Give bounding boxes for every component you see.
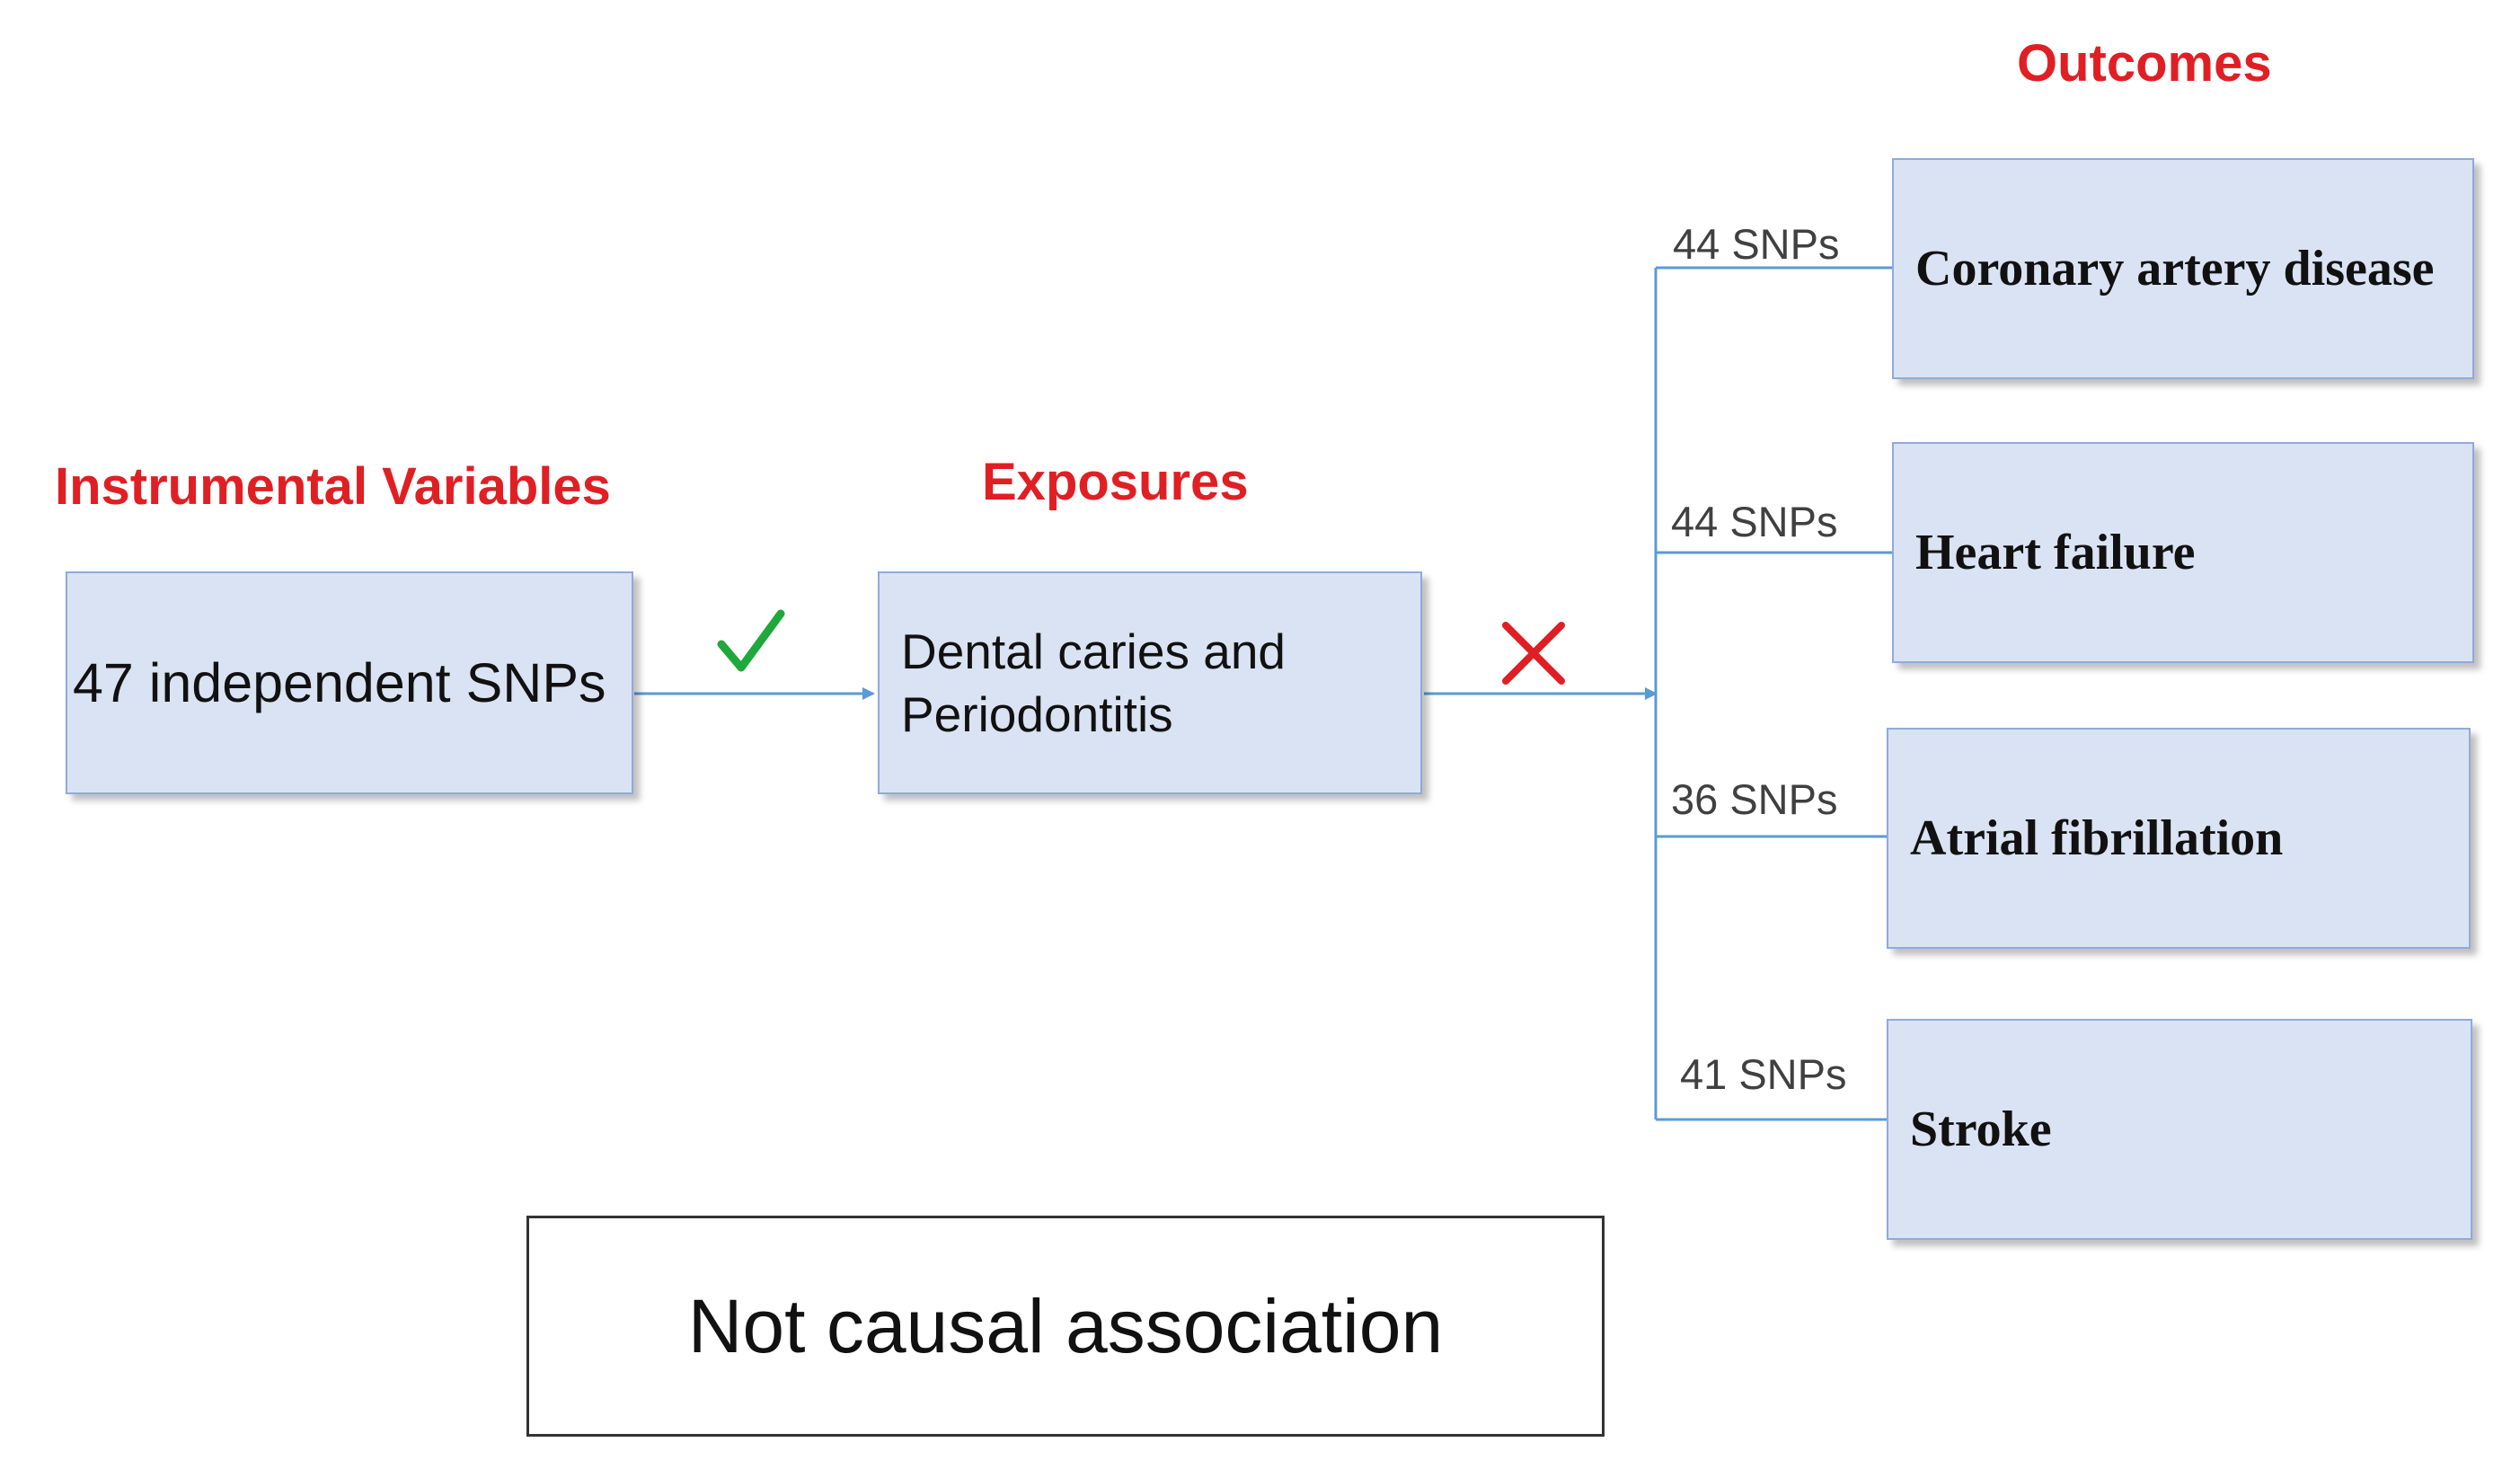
instrumental-variables-title: Instrumental Variables (55, 457, 611, 516)
instrument-box: 47 independent SNPs (66, 571, 633, 794)
outcome-label-atrial-fibrillation: Atrial fibrillation (1910, 810, 2284, 866)
snp-count-heart-failure: 44 SNPs (1671, 498, 1838, 545)
outcome-box-atrial-fibrillation: Atrial fibrillation (1887, 728, 2471, 949)
exposure-box: Dental caries and Periodontitis (878, 571, 1422, 794)
snp-count-coronary: 44 SNPs (1673, 220, 1840, 268)
outcome-box-heart-failure: Heart failure (1892, 442, 2474, 663)
outcome-label-coronary: Coronary artery disease (1915, 241, 2435, 296)
exposure-box-line1: Dental caries and (901, 624, 1287, 679)
conclusion-box: Not causal association (526, 1216, 1605, 1437)
exposure-box-line2: Periodontitis (901, 686, 1173, 742)
check-icon (717, 609, 785, 672)
outcome-box-stroke: Stroke (1887, 1019, 2472, 1240)
snp-count-stroke: 41 SNPs (1680, 1050, 1847, 1098)
outcome-label-stroke: Stroke (1910, 1102, 2052, 1157)
snp-count-atrial-fibrillation: 36 SNPs (1671, 775, 1838, 823)
outcomes-title: Outcomes (2017, 34, 2272, 93)
instrument-box-label: 47 independent SNPs (73, 652, 606, 713)
outcome-box-coronary: Coronary artery disease (1892, 158, 2474, 379)
outcome-label-heart-failure: Heart failure (1915, 525, 2196, 580)
conclusion-text: Not causal association (687, 1283, 1444, 1368)
cross-icon (1502, 622, 1565, 685)
exposures-title: Exposures (982, 453, 1249, 511)
